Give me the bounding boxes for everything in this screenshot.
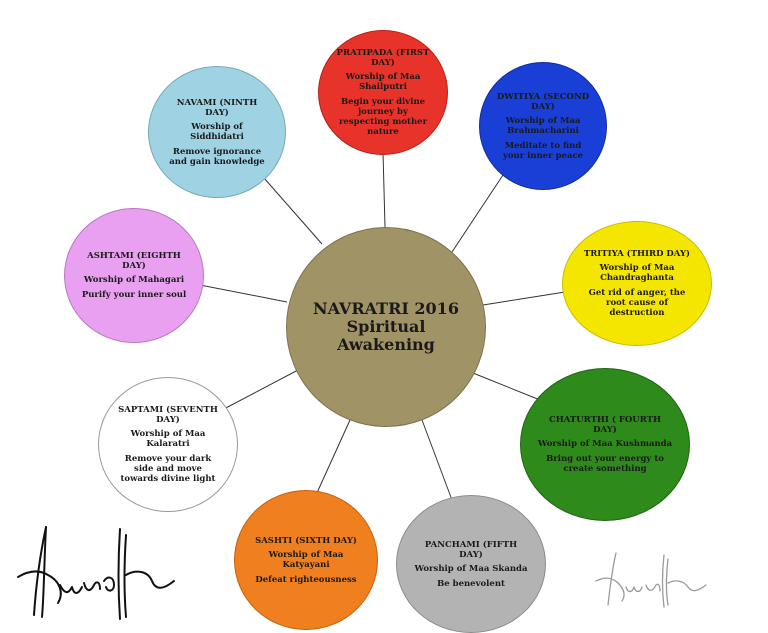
day-9-worship: Worship of Siddhidatri	[190, 121, 244, 142]
signature-left	[17, 526, 175, 620]
connector-day-5	[421, 419, 453, 501]
connector-day-1	[382, 151, 386, 228]
day-7-worship: Worship of Maa Kalaratri	[130, 429, 206, 449]
day-2-worship: Worship of Maa Brahmacharini	[505, 115, 581, 136]
day-3-circle: TRITIYA (THIRD DAY) Worship of Maa Chand…	[562, 221, 712, 346]
day-5-title: PANCHAMI (FIFTH DAY)	[424, 539, 518, 560]
day-8-message: Purify your inner soul	[81, 290, 187, 300]
center-subtitle-2: Awakening	[337, 335, 435, 354]
day-2-title: DWITIYA (SECOND DAY)	[496, 91, 590, 112]
day-7-message: Remove your dark side and move towards d…	[120, 454, 216, 484]
day-1-message: Begin your divine journey by respecting …	[338, 97, 428, 137]
connector-day-3	[482, 291, 566, 306]
day-8-title: ASHTAMI (EIGHTH DAY)	[87, 251, 181, 271]
day-3-worship: Worship of Maa Chandraghanta	[599, 263, 675, 283]
day-1-circle: PRATIPADA (FIRST DAY) Worship of Maa Sha…	[318, 30, 448, 155]
day-3-title: TRITIYA (THIRD DAY)	[583, 249, 691, 259]
day-4-message: Bring out your energy to create somethin…	[546, 454, 664, 474]
day-3-message: Get rid of anger, the root cause of dest…	[588, 288, 686, 318]
day-9-circle: NAVAMI (NINTH DAY) Worship of Siddhidatr…	[148, 66, 286, 198]
day-7-circle: SAPTAMI (SEVENTH DAY) Worship of Maa Kal…	[98, 377, 238, 512]
connector-day-6	[315, 419, 351, 496]
day-5-worship: Worship of Maa Skanda	[414, 563, 528, 574]
day-1-worship: Worship of Maa Shailputri	[345, 72, 421, 92]
day-2-circle: DWITIYA (SECOND DAY) Worship of Maa Brah…	[479, 62, 607, 190]
day-5-message: Be benevolent	[437, 578, 505, 589]
day-6-circle: SASHTI (SIXTH DAY) Worship of Maa Katyay…	[234, 490, 378, 630]
day-4-worship: Worship of Maa Kushmanda	[537, 439, 673, 449]
day-4-title: CHATURTHI ( FOURTH DAY)	[549, 415, 661, 435]
connector-day-8	[199, 284, 288, 303]
day-6-title: SASHTI (SIXTH DAY)	[255, 535, 357, 546]
connector-day-7	[221, 369, 299, 411]
connector-day-2	[449, 174, 504, 256]
day-8-circle: ASHTAMI (EIGHTH DAY) Worship of Mahagari…	[64, 208, 204, 343]
connector-day-4	[472, 372, 541, 401]
center-subtitle-1: Spiritual	[346, 317, 426, 336]
signature-right	[595, 552, 707, 608]
day-4-circle: CHATURTHI ( FOURTH DAY) Worship of Maa K…	[520, 368, 690, 521]
day-9-title: NAVAMI (NINTH DAY)	[176, 97, 258, 118]
day-5-circle: PANCHAMI (FIFTH DAY) Worship of Maa Skan…	[396, 495, 546, 633]
day-2-message: Meditate to find your inner peace	[502, 140, 584, 161]
day-8-worship: Worship of Mahagari	[83, 275, 185, 285]
day-1-title: PRATIPADA (FIRST DAY)	[336, 48, 430, 68]
connector-day-9	[263, 177, 323, 245]
day-6-worship: Worship of Maa Katyayani	[268, 549, 344, 570]
center-circle: NAVRATRI 2016 Spiritual Awakening	[286, 227, 486, 427]
day-6-message: Defeat righteousness	[255, 574, 357, 585]
center-title: NAVRATRI 2016	[313, 299, 459, 318]
day-9-message: Remove ignorance and gain knowledge	[169, 146, 265, 167]
day-7-title: SAPTAMI (SEVENTH DAY)	[118, 405, 218, 425]
